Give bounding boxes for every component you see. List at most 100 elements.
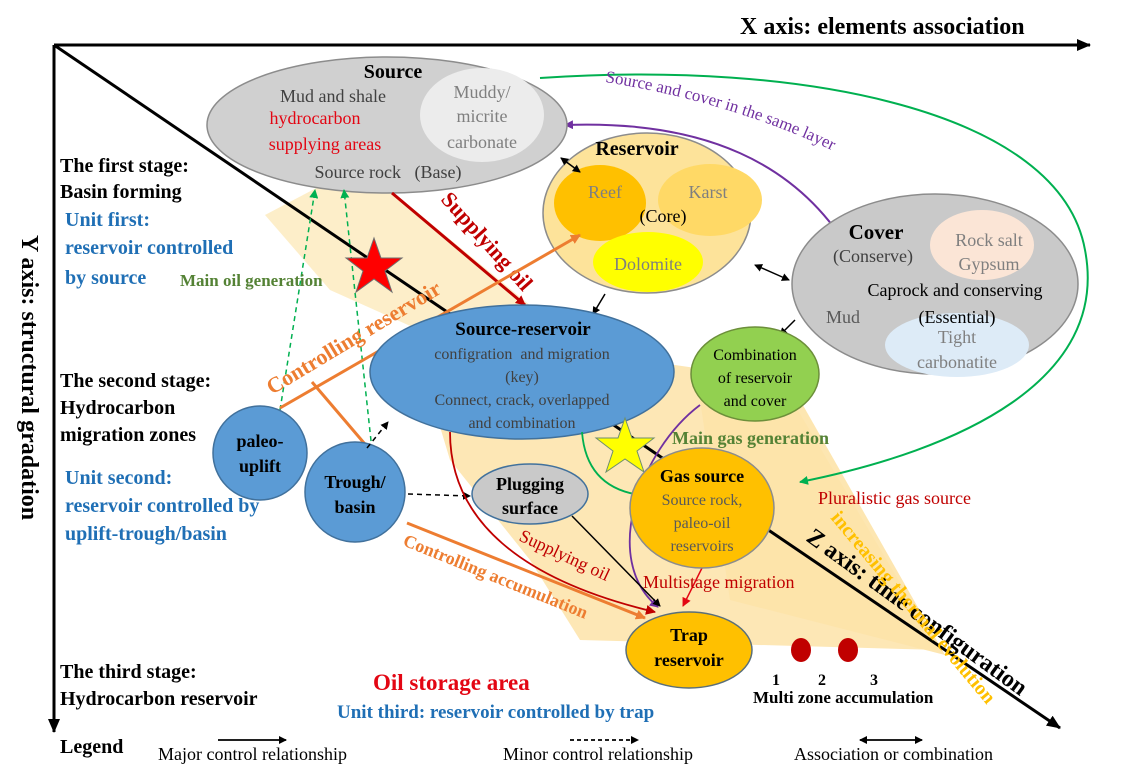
paleo-uplift-node[interactable]: paleo- uplift [212,405,308,501]
cover-mud: Mud [826,307,860,327]
cover-main: Caprock and conserving [868,280,1043,300]
trap-line1: Trap [670,625,708,645]
x-axis-label: X axis: elements association [740,14,1025,40]
legend-title: Legend [60,736,123,758]
source-footer: Source rock (Base) [315,162,462,183]
reservoir-node[interactable]: Reservoir Reef Karst (Core) Dolomite [542,132,762,294]
stage3-unit-line: Unit third: reservoir controlled by trap [337,702,654,723]
stage3-subtitle: Hydrocarbon reservoir [60,688,258,710]
source-reservoir-line1: configration and migration [434,346,610,363]
zone-dot-2 [838,638,858,662]
gas-to-trap [682,567,703,607]
dashed-uplift-to-source [279,189,319,411]
source-reservoir-title: Source-reservoir [455,319,591,340]
gas-source-line1: Source rock, [662,492,743,509]
source-sub-1: Muddy/ [453,82,510,102]
gas-source-line2: paleo-oil [674,515,731,532]
stage2-title: The second stage: [60,370,211,392]
legend-minor-label: Minor control relationship [503,744,693,764]
paleo-uplift-line1: paleo- [237,431,284,451]
source-sub-2: micrite [457,106,508,126]
source-line1: Mud and shale [280,86,386,106]
yellow-star-icon [594,416,656,474]
cover-conserve: (Conserve) [833,246,913,267]
source-sub-3: carbonate [447,132,517,152]
legend-major-label: Major control relationship [158,744,347,764]
combination-line1: Combination [713,347,797,364]
stage2-subtitle-line2: migration zones [60,424,196,446]
controlling-accumulation-arrow [406,521,646,620]
multistage-migration-label: Multistage migration [643,572,794,592]
main-gas-generation-label: Main gas generation [672,428,829,448]
source-title: Source [364,61,423,83]
supplying-oil-lower-arrow [449,431,656,615]
trough-line2: basin [334,497,375,517]
combination-node[interactable]: Combination of reservoir and cover [690,326,820,422]
legend-association-label: Association or combination [794,744,993,764]
dashed-trough-to-plugging [407,491,471,500]
y-axis-label: Y axis: structural gradation [16,235,42,520]
stage1-unit-line2: reservoir controlled [65,237,233,259]
assoc-source-reservoir [560,157,581,173]
trap-line2: reservoir [654,650,724,670]
source-reservoir-line4: and combination [468,415,575,432]
source-red2: supplying areas [269,134,381,154]
source-red1: hydrocarbon [270,108,361,128]
trough-basin-node[interactable]: Trough/ basin [304,441,406,543]
main-oil-generation-label: Main oil generation [180,271,323,290]
multi-zone-label: Multi zone accumulation [753,688,934,707]
reservoir-title: Reservoir [595,138,678,160]
zone-number-2: 2 [818,672,826,689]
stage2-unit-line2: reservoir controlled by [65,495,259,517]
reservoir-karst: Karst [689,182,728,202]
pluralistic-gas-label: Pluralistic gas source [818,488,971,508]
trough-line1: Trough/ [324,472,386,492]
cover-salt: Rock salt [955,230,1023,250]
plugging-surface-node[interactable]: Plugging surface [471,463,589,525]
dashed-trough-to-source [340,189,373,451]
green-arrow-to-gas [581,431,641,499]
trap-reservoir-node[interactable]: Trap reservoir [625,611,753,689]
reservoir-dolomite: Dolomite [614,254,682,274]
stage3-title: The third stage: [60,661,197,683]
gas-source-line3: reservoirs [670,538,733,555]
plugging-line2: surface [502,498,558,518]
stage1-subtitle: Basin forming [60,181,182,203]
combination-line3: and cover [724,393,787,410]
zone-number-1: 1 [772,672,780,689]
cover-gypsum: Gypsum [958,254,1019,274]
paleo-uplift-line2: uplift [239,456,281,476]
zone-number-3: 3 [870,672,878,689]
combination-line2: of reservoir [718,370,793,387]
cover-essential: (Essential) [919,307,996,328]
reservoir-reef: Reef [588,182,622,202]
source-reservoir-line2: (key) [505,369,539,386]
stage1-unit-line1: Unit first: [65,209,150,231]
red-star-icon [344,236,404,294]
stage1-unit-line3: by source [65,267,146,289]
zone-dot-1 [791,638,811,662]
assoc-reservoir-cover [754,264,790,281]
stage2-subtitle-line1: Hydrocarbon [60,397,175,419]
thermal-band-right [700,400,945,655]
reservoir-to-source-reservoir [592,293,606,315]
supplying-oil-arrow [391,191,526,307]
cover-carbonatite: carbonatite [917,352,997,372]
stage2-unit-line3: uplift-trough/basin [65,523,227,545]
source-reservoir-line3: Connect, crack, overlapped [434,392,609,409]
oil-storage-area-label: Oil storage area [373,670,530,695]
gas-source-title: Gas source [660,466,744,486]
stage1-title: The first stage: [60,155,189,177]
source-reservoir-node[interactable]: Source-reservoir configration and migrat… [369,304,675,440]
stage2-unit-line1: Unit second: [65,467,172,489]
source-node[interactable]: Source Mud and shale hydrocarbon supplyi… [206,56,568,194]
reservoir-core: (Core) [640,206,687,227]
plugging-to-trap [571,515,661,607]
cover-node[interactable]: Cover (Conserve) Rock salt Gypsum Caproc… [791,193,1079,377]
gas-source-node[interactable]: Gas source Source rock, paleo-oil reserv… [629,447,775,569]
trough-to-uplift-orange [310,381,372,451]
cover-title: Cover [849,220,904,244]
green-arc-source-to-gas [539,73,1089,485]
dashed-trough-to-source-reservoir [366,421,389,449]
